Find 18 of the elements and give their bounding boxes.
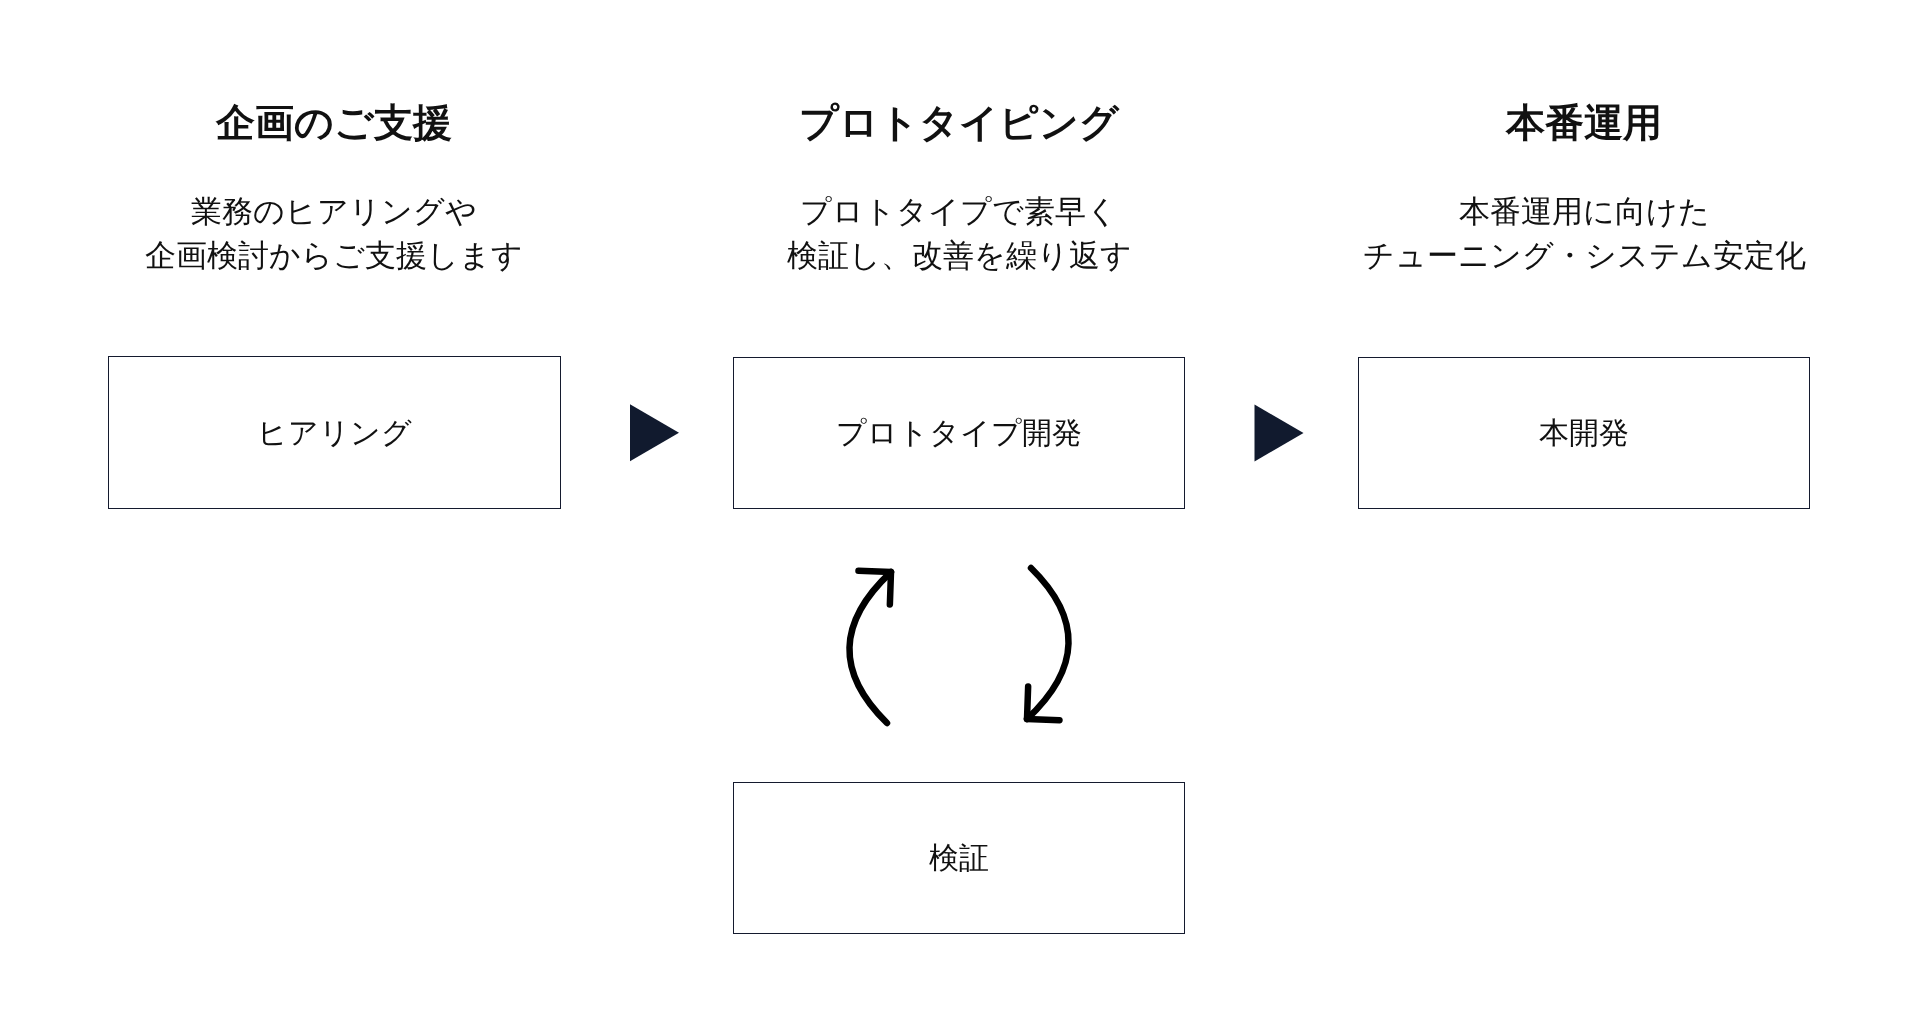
step-label: ヒアリング	[257, 414, 412, 451]
process-box	[108, 356, 561, 509]
description-text: 本番運用に向けたチューニング・システム安定化	[1362, 192, 1806, 275]
process-box	[733, 782, 1185, 934]
description-text: 業務のヒアリングや企画検討からご支援します	[145, 192, 523, 275]
column-heading: 企画のご支援	[216, 100, 452, 147]
column-heading: 本番運用	[1506, 100, 1662, 147]
step-label: 本開発	[1539, 415, 1629, 451]
step-label: プロトタイプ開発	[836, 415, 1082, 451]
curved-arrow	[1023, 564, 1072, 723]
process-box	[1358, 357, 1810, 509]
process-box	[733, 357, 1185, 509]
step-label: 検証	[929, 840, 989, 876]
triangle-arrow	[1254, 404, 1304, 462]
column-heading: プロトタイピング	[799, 100, 1119, 147]
triangle-arrow	[630, 404, 679, 462]
description-text: プロトタイプで素早く検証し、改善を繰り返す	[786, 192, 1132, 275]
curved-arrow	[846, 568, 895, 727]
